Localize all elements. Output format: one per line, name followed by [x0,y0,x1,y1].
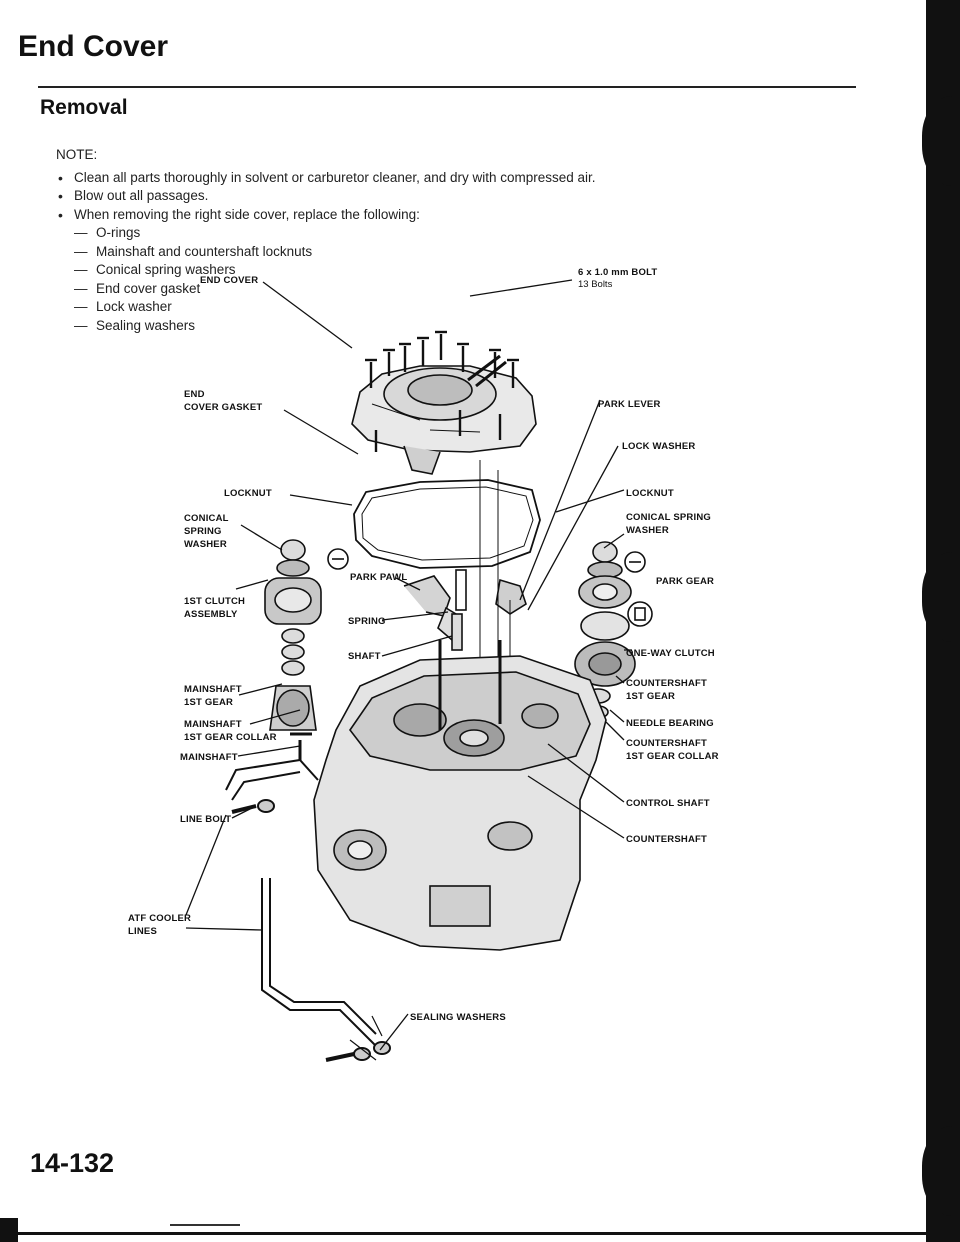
label-clutch-1: 1ST CLUTCH [184,596,245,607]
bottom-corner-mark [0,1218,18,1242]
label-needle-bearing: NEEDLE BEARING [626,718,714,729]
replace-item: O-rings [74,224,696,243]
page-number: 14-132 [30,1148,115,1178]
leader-lines [185,279,632,1051]
label-bolt: 6 x 1.0 mm BOLT [578,267,657,278]
label-spring: SPRING [348,616,386,627]
replace-item: Sealing washers [74,317,696,336]
edge-tab-2 [922,552,960,642]
label-bolt-count: 13 Bolts [578,279,613,290]
bottom-rule [0,1232,960,1235]
label-countershaft: COUNTERSHAFT [626,834,707,845]
note-bullet: Clean all parts thoroughly in solvent or… [56,169,696,188]
section-title: Removal [40,96,128,119]
label-sealing-washers: SEALING WASHERS [410,1012,506,1023]
label-clutch-2: ASSEMBLY [184,609,238,620]
end-cover-drawing [351,354,537,475]
label-cs-gear-1: COUNTERSHAFT [626,678,707,689]
label-park-lever: PARK LEVER [598,399,661,410]
header-rule [38,86,856,88]
left-stack-drawing [264,539,349,731]
label-locknut-right: LOCKNUT [626,488,674,499]
replace-item: Conical spring washers [74,261,696,280]
label-shaft: SHAFT [348,651,381,662]
label-locknut-left: LOCKNUT [224,488,272,499]
note-label: NOTE: [56,147,98,162]
atf-cooler-lines-drawing [225,732,391,1062]
label-conical-right-1: CONICAL SPRING [626,512,711,523]
note-bullet: Blow out all passages. [56,187,696,206]
label-cs-collar-2: 1ST GEAR COLLAR [626,751,719,762]
cover-bolts-drawing [365,330,519,452]
bottom-short-rule [170,1224,240,1226]
label-line-bolt: LINE BOLT [180,814,231,825]
notes-block: NOTE: Clean all parts thoroughly in solv… [56,146,696,335]
label-end-cover-gasket-1: END [184,389,205,400]
label-conical-left-3: WASHER [184,539,227,550]
page-title: End Cover [18,30,169,63]
label-ms-collar-2: 1ST GEAR COLLAR [184,732,277,743]
label-ms-collar-1: MAINSHAFT [184,719,242,730]
label-cs-collar-1: COUNTERSHAFT [626,738,707,749]
transmission-case-drawing [313,640,607,951]
note-bullet-list: Clean all parts thoroughly in solvent or… [56,169,696,336]
label-conical-left-2: SPRING [184,526,222,537]
replace-items-list: O-rings Mainshaft and countershaft lockn… [74,224,696,335]
label-end-cover: END COVER [200,275,258,286]
label-ms-gear-1: MAINSHAFT [184,684,242,695]
replace-item: Mainshaft and countershaft locknuts [74,243,696,262]
replace-item: Lock washer [74,298,696,317]
label-mainshaft: MAINSHAFT [180,752,238,763]
edge-tab-1 [922,96,960,186]
label-conical-right-2: WASHER [626,525,669,536]
label-control-shaft: CONTROL SHAFT [626,798,710,809]
label-ms-gear-2: 1ST GEAR [184,697,233,708]
edge-tab-3 [922,1126,960,1216]
note-bullet-text: When removing the right side cover, repl… [74,206,420,222]
label-atf-2: LINES [128,926,157,937]
label-park-pawl: PARK PAWL [350,572,407,583]
replace-item: End cover gasket [74,280,696,299]
cover-gasket-drawing [353,479,541,569]
part-labels: END COVER 6 x 1.0 mm BOLT 13 Bolts END C… [128,267,719,1023]
label-end-cover-gasket-2: COVER GASKET [184,402,262,413]
note-bullet: When removing the right side cover, repl… [56,206,696,336]
right-stack-drawing [574,541,653,719]
label-conical-left-1: CONICAL [184,513,229,524]
label-one-way-clutch: ONE-WAY CLUTCH [626,648,715,659]
label-cs-gear-2: 1ST GEAR [626,691,675,702]
label-atf-1: ATF COOLER [128,913,191,924]
label-park-gear: PARK GEAR [656,576,714,587]
label-lock-washer: LOCK WASHER [622,441,695,452]
